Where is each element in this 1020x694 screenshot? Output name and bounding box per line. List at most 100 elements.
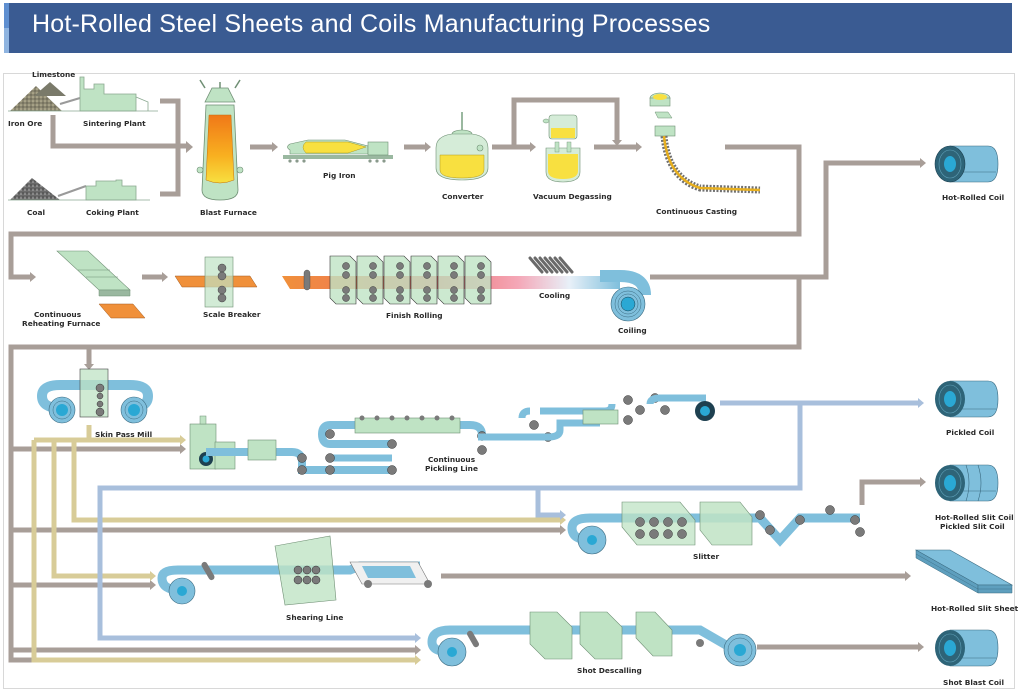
flow-coiling-to-finishing (8, 277, 802, 663)
header-accent-light (4, 28, 9, 53)
rolling-stand (410, 255, 438, 305)
limestone-label: Limestone (32, 70, 75, 79)
roller (649, 517, 659, 527)
header-bar (4, 3, 1012, 53)
pickling-exit-section (478, 394, 715, 441)
flow-casting-to-reheat (8, 144, 802, 280)
flow-coiling-to-hrcoil (650, 160, 920, 280)
page-title: Hot-Rolled Steel Sheets and Coils Manufa… (32, 10, 711, 38)
reheating-furnace (56, 250, 146, 319)
hot-rolled-coil-product (934, 145, 999, 183)
scale-breaker (174, 256, 258, 308)
slit-sheet-label: Hot-Rolled Slit Sheet (931, 604, 1019, 613)
roller (649, 529, 659, 539)
shearing-line (157, 535, 432, 606)
roller (359, 415, 365, 421)
roller (677, 529, 687, 539)
continuous-casting-label: Continuous Casting (656, 207, 737, 216)
converter (435, 112, 489, 181)
vacuum-degassing-label: Vacuum Degassing (533, 192, 612, 201)
shot-descaling (427, 611, 757, 667)
roller (850, 515, 860, 525)
flow-arrowheads-gray (30, 140, 926, 655)
roller (755, 510, 765, 520)
roller (825, 505, 835, 515)
flow-ore-to-furnace (50, 115, 186, 149)
slitter-label: Slitter (693, 552, 719, 561)
vacuum-degassing (542, 114, 581, 183)
roller (434, 415, 440, 421)
rolling-stand (329, 255, 357, 305)
rolling-stand (356, 255, 384, 305)
slit-coil-label-1: Hot-Rolled Slit Coil (935, 513, 1014, 522)
slitter (567, 501, 860, 555)
slitter-rollers (635, 505, 865, 539)
limestone-pile: Limestone (10, 70, 75, 111)
sintering-plant-label: Sintering Plant (83, 119, 146, 128)
coal-pile (10, 178, 87, 200)
roller (449, 415, 455, 421)
roller (374, 415, 380, 421)
pig-iron-torpedo-car (283, 139, 393, 163)
pig-iron-label: Pig Iron (323, 171, 356, 180)
roller (635, 529, 645, 539)
roller (795, 515, 805, 525)
shot-descaling-label: Shot Descalling (577, 666, 642, 675)
cooling-label: Cooling (539, 291, 570, 300)
pickled-coil-product (935, 380, 999, 418)
cooling-sprays (528, 256, 574, 274)
roller (623, 395, 633, 405)
flow-degas-loop (511, 97, 620, 147)
roller (297, 453, 307, 463)
rolling-stand (437, 255, 465, 305)
pickled-coil-label: Pickled Coil (946, 428, 994, 437)
sintering-plant (8, 76, 158, 112)
pickling-line-label-1: Continuous (428, 455, 476, 464)
roller (765, 525, 775, 535)
pre-roll (303, 269, 311, 291)
roller (855, 527, 865, 537)
flow-arrowheads-blue (415, 398, 924, 643)
continuous-casting (649, 92, 761, 194)
roller (529, 420, 539, 430)
scale-breaker-label: Scale Breaker (203, 310, 261, 319)
blast-furnace-label: Blast Furnace (200, 208, 257, 217)
roller (325, 429, 335, 439)
coiler (610, 286, 646, 322)
roller (325, 465, 335, 475)
roller (387, 439, 397, 449)
reheating-furnace-label-1: Continuous (34, 310, 82, 319)
skin-pass-mill (36, 368, 154, 424)
roller (635, 517, 645, 527)
rolling-stand (383, 255, 411, 305)
shearing-line-label: Shearing Line (286, 613, 343, 622)
roller (297, 465, 307, 475)
roller (663, 529, 673, 539)
flow-slit-to-slitcoil (859, 479, 920, 505)
coking-plant (8, 179, 150, 201)
roller (419, 415, 425, 421)
roller (477, 445, 487, 455)
roller (325, 453, 335, 463)
slit-coil-label-2: Pickled Slit Coil (940, 522, 1005, 531)
slit-coil-product (935, 464, 999, 502)
rolling-stand (464, 255, 492, 305)
shot-blast-coil-product (935, 629, 999, 667)
slit-sheet-product (914, 549, 1014, 594)
coiling-label: Coiling (618, 326, 647, 335)
roller (677, 517, 687, 527)
roller (389, 415, 395, 421)
roller (635, 405, 645, 415)
roller (663, 517, 673, 527)
pickling-line-label-2: Pickling Line (425, 464, 478, 473)
flow-lines-blue (97, 400, 918, 641)
roller (660, 405, 670, 415)
hot-rolled-coil-label: Hot-Rolled Coil (942, 193, 1004, 202)
shot-blast-coil-label: Shot Blast Coil (943, 678, 1004, 687)
roller (387, 465, 397, 475)
coal-label: Coal (27, 208, 45, 217)
flow-lines-tan (31, 425, 560, 663)
coking-plant-label: Coking Plant (86, 208, 139, 217)
roller (623, 415, 633, 425)
